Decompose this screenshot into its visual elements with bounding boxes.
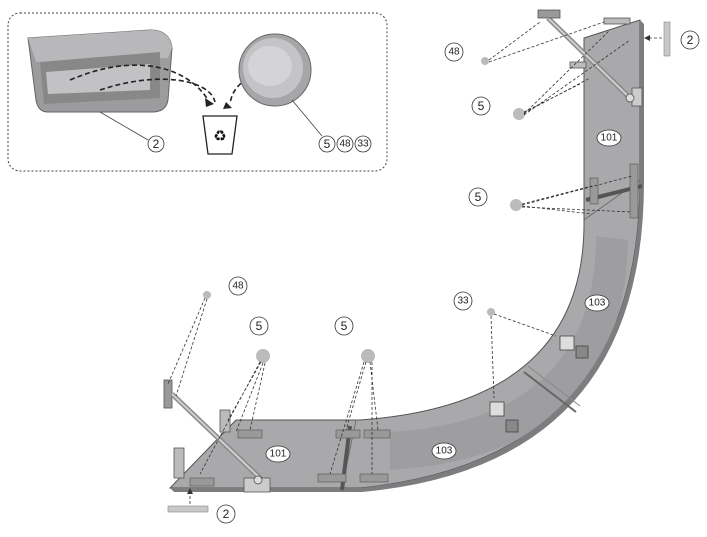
left-disc2-callout: 5 — [341, 319, 348, 333]
left-disc2-leaders — [329, 361, 379, 475]
bottom-left-panel-label: 101 — [270, 449, 287, 460]
top-bracket-callout-circle — [444, 42, 464, 62]
curve-panel-label: 103 — [589, 298, 606, 309]
tray-callout-circle — [147, 135, 165, 153]
bottom-left-panel-label-bg — [265, 445, 291, 463]
curve-disc-callout-circle — [453, 291, 473, 311]
recycle-bin-icon: ♻ — [202, 115, 238, 155]
inset-arrow-1 — [69, 64, 209, 101]
top-disc-callout-circle — [471, 96, 491, 116]
top-panel-label-bg — [596, 129, 622, 147]
inset-frame — [7, 12, 388, 172]
top-bracket-leaders — [488, 21, 605, 63]
left-bracket-assembly — [163, 379, 271, 493]
bottom-right-panel-label-bg — [431, 442, 457, 460]
top-bracket-pin — [481, 57, 489, 65]
disc-illustration — [238, 33, 312, 107]
middle-brace — [585, 163, 643, 219]
left-bracket-callout-circle — [228, 276, 248, 296]
left-disc2-pin — [361, 349, 375, 363]
top-bracket-assembly — [537, 9, 643, 107]
top-slider-callout-circle — [680, 30, 700, 50]
mid-disc-pin — [510, 199, 522, 211]
top-slider-part — [663, 21, 671, 57]
curve-disc-callout: 33 — [457, 296, 469, 307]
disc-callout-circle-c — [354, 135, 372, 153]
top-panel-label: 101 — [601, 133, 618, 144]
disc-callout-circle-b — [336, 135, 354, 153]
svg-text:♻: ♻ — [213, 127, 226, 145]
bottom-brace — [189, 425, 391, 491]
curve-panel-label-bg — [584, 294, 610, 312]
top-disc-callout: 5 — [478, 99, 485, 113]
top-bracket-callout: 48 — [448, 47, 460, 58]
mid-disc-leaders — [521, 175, 633, 215]
bottom-slider-part — [167, 505, 209, 513]
bottom-right-panel-label: 103 — [436, 446, 453, 457]
disc-leader-line — [291, 99, 323, 137]
inset-arrowhead-2 — [223, 102, 232, 109]
mid-disc-callout-circle — [468, 187, 488, 207]
mid-disc-callout: 5 — [475, 190, 482, 204]
disc-callout-a: 5 — [324, 137, 331, 151]
top-disc-pin — [513, 108, 525, 120]
bottom-slider-arrowhead — [187, 488, 193, 494]
disc-callout-b: 48 — [339, 139, 351, 150]
bottom-slider-callout: 2 — [223, 507, 230, 521]
disc-callout-circle-a — [318, 135, 336, 153]
curve-fixtures — [489, 335, 589, 433]
top-slider-callout: 2 — [687, 33, 694, 47]
curve-disc-leaders — [490, 313, 557, 399]
tray-illustration — [27, 29, 173, 113]
left-disc2-callout-circle — [334, 316, 354, 336]
left-disc1-callout: 5 — [256, 319, 263, 333]
track-assembly — [168, 19, 644, 492]
curve-disc-pin — [487, 308, 495, 316]
left-disc1-leaders — [199, 361, 266, 475]
top-slider-arrowhead — [644, 35, 650, 41]
tray-callout: 2 — [153, 137, 160, 151]
inset-arrow-2 — [99, 78, 216, 103]
left-bracket-callout: 48 — [232, 281, 244, 292]
left-disc1-callout-circle — [249, 316, 269, 336]
inset-arrowhead-1 — [205, 98, 214, 107]
left-disc1-pin — [256, 349, 270, 363]
left-bracket-pin — [203, 291, 211, 299]
bottom-slider-callout-circle — [216, 504, 236, 524]
tray-leader-line — [99, 111, 149, 141]
left-bracket-leaders — [167, 297, 208, 397]
disc-callout-c: 33 — [357, 139, 369, 150]
top-disc-leaders — [523, 29, 631, 116]
